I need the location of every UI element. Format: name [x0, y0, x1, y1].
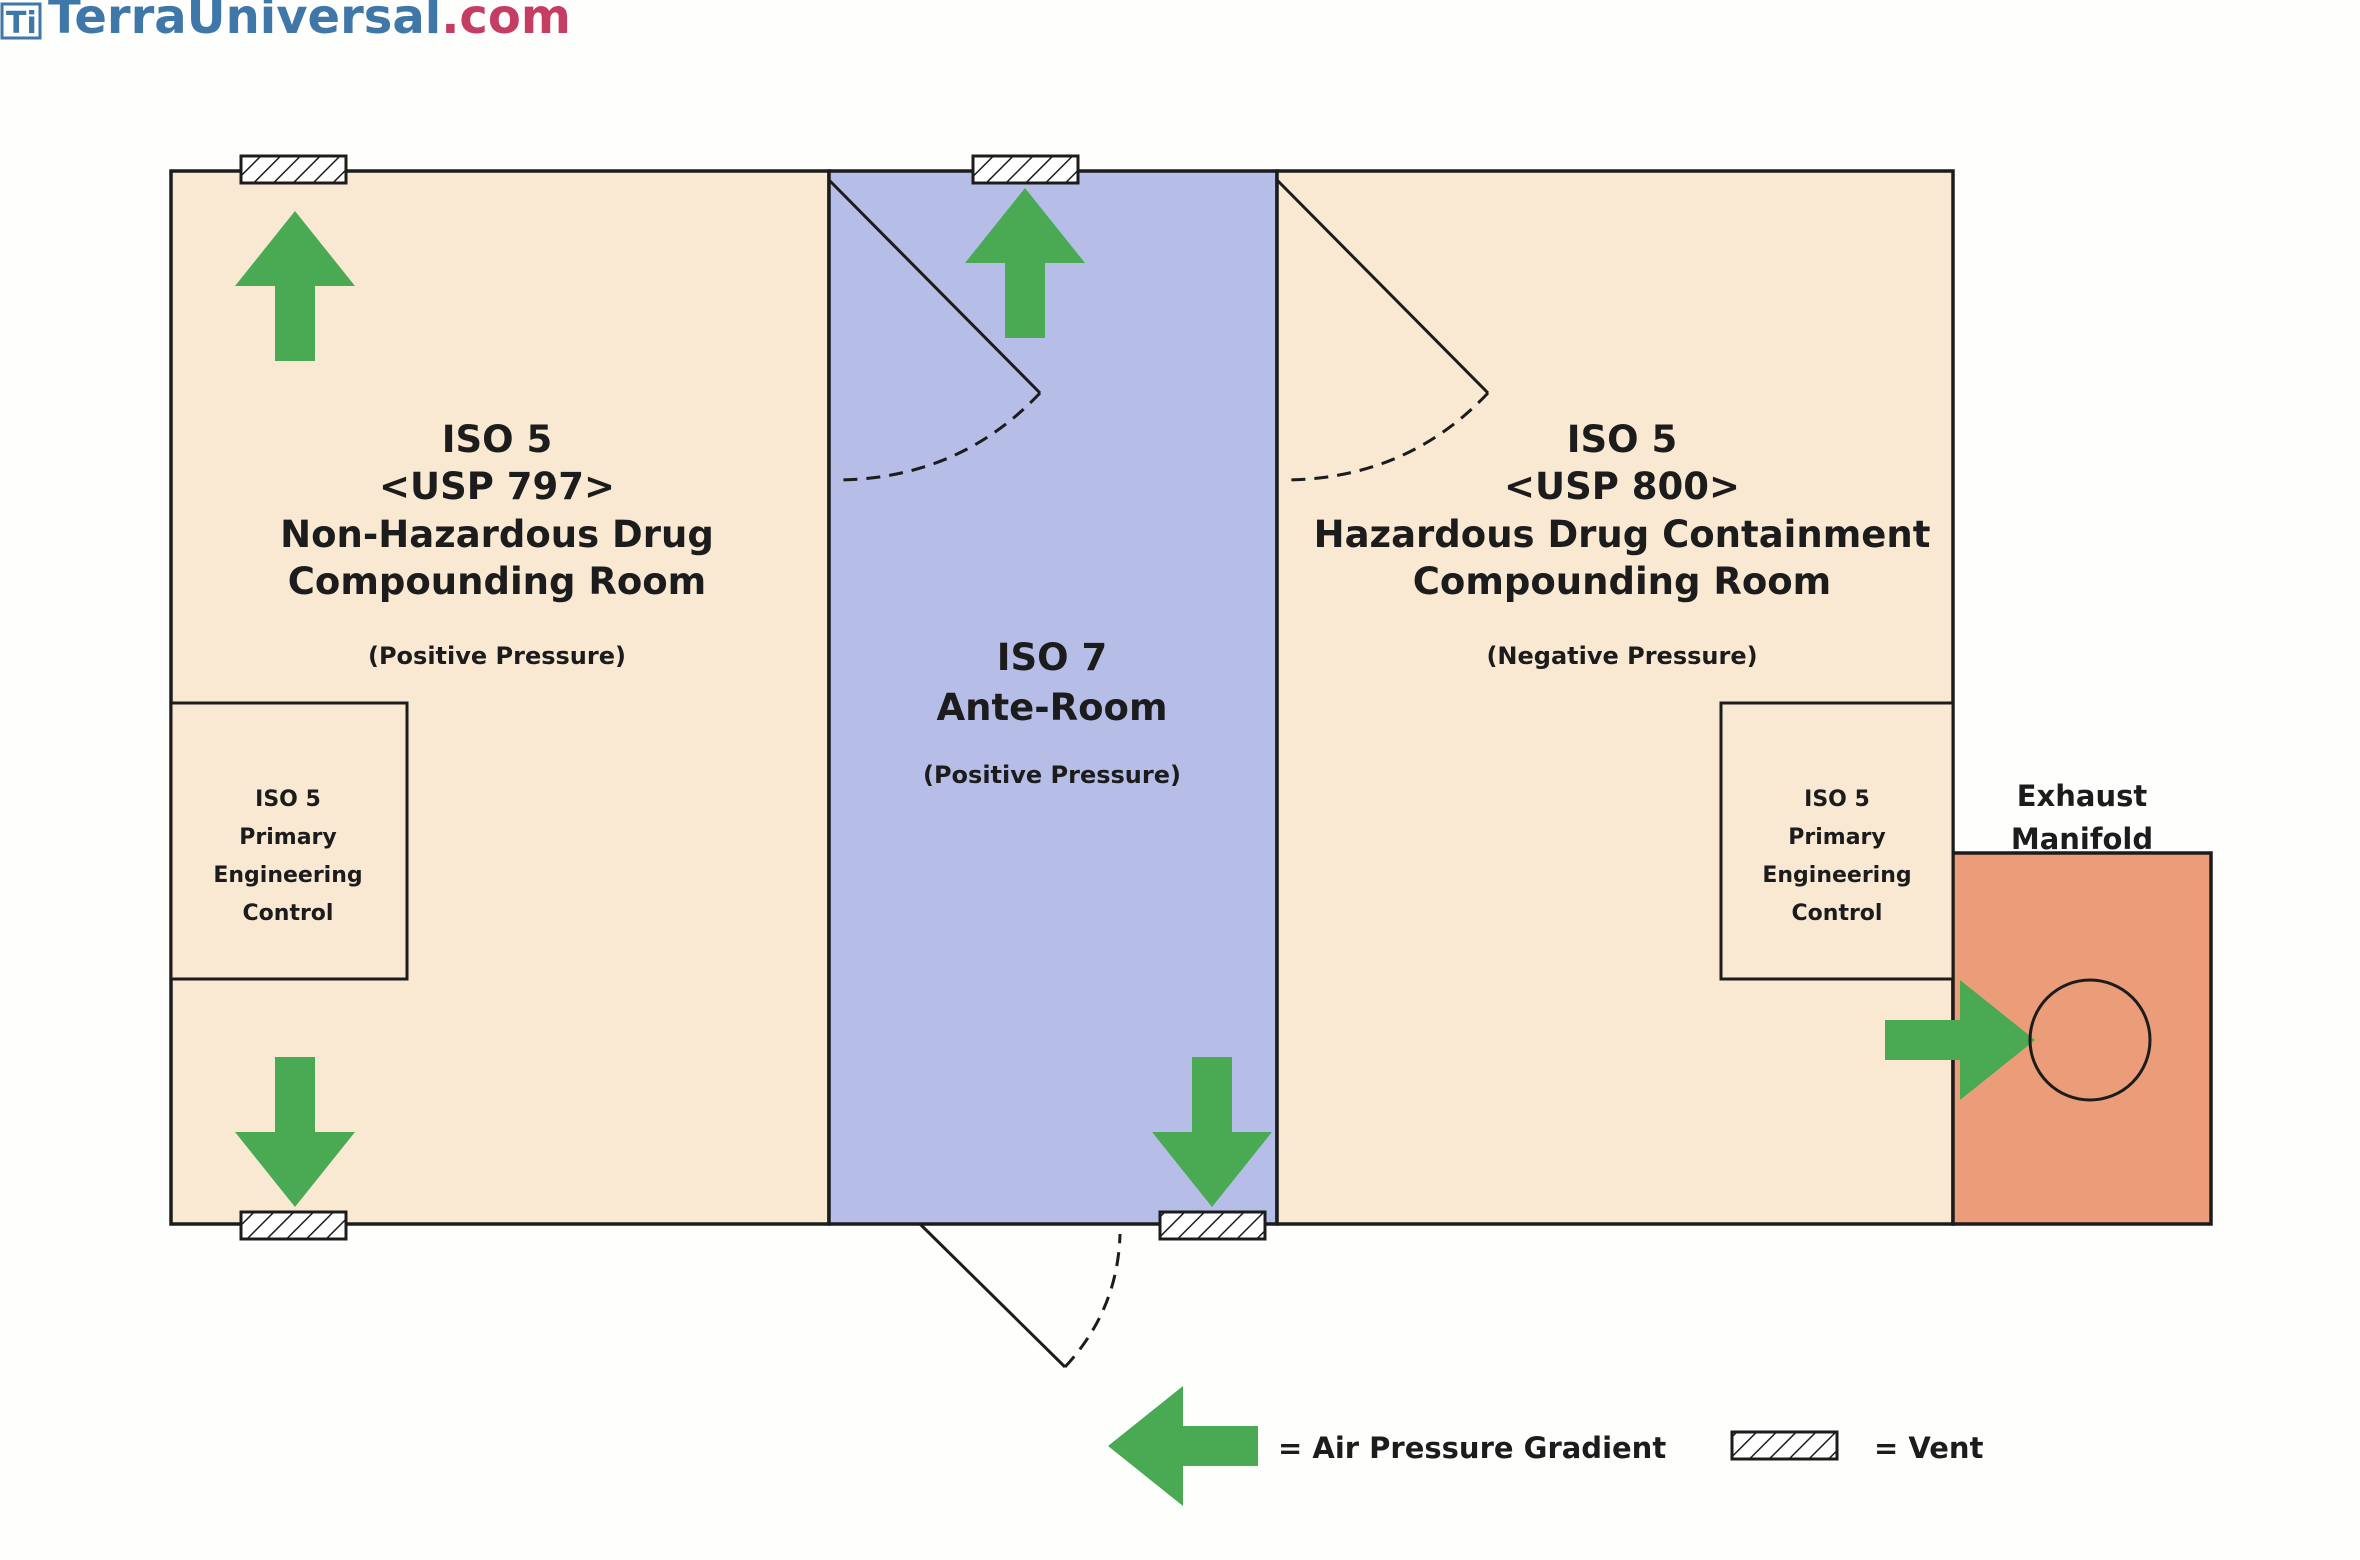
room-usp797-iso: ISO 5: [442, 418, 553, 461]
brand-name: TerraUniversal.com: [48, 0, 571, 45]
room-usp797-label: ISO 5 <USP 797> Non-Hazardous Drug Compo…: [280, 418, 714, 670]
room-usp800-iso: ISO 5: [1567, 418, 1678, 461]
circle-fan-icon: [2028, 978, 2152, 1102]
exhaust-label-line1: Exhaust: [2017, 779, 2148, 813]
legend: = Air Pressure Gradient = Vent: [1108, 1386, 1984, 1506]
pec-right-line1: ISO 5: [1804, 787, 1870, 812]
room-usp797-name-line2: Compounding Room: [288, 560, 706, 603]
green-arrow-icon: [1108, 1386, 1258, 1506]
logo-mark: Ti: [6, 6, 37, 41]
room-anteroom-iso: ISO 7: [997, 636, 1108, 679]
room-usp800-label: ISO 5 <USP 800> Hazardous Drug Containme…: [1314, 418, 1931, 670]
room-usp800-standard: <USP 800>: [1504, 465, 1740, 508]
room-anteroom-label: ISO 7 Ante-Room (Positive Pressure): [923, 636, 1181, 789]
room-usp797-standard: <USP 797>: [379, 465, 615, 508]
hatched-vent-icon: [971, 154, 1080, 185]
pec-right-label: ISO 5 Primary Engineering Control: [1762, 787, 1911, 926]
pec-box-right: [1719, 701, 1955, 981]
pec-left-label: ISO 5 Primary Engineering Control: [213, 787, 362, 926]
pec-box-left: [169, 701, 409, 981]
pec-left-line2: Primary: [239, 825, 336, 850]
brand-name-main: TerraUniversal: [48, 0, 441, 45]
hatched-vent-icon: [239, 1210, 348, 1241]
pec-right-line4: Control: [1792, 901, 1883, 926]
brand-logo: Ti TerraUniversal.com: [0, 0, 571, 45]
room-usp800-name-line1: Hazardous Drug Containment: [1314, 513, 1931, 556]
door-ante-to-right: [1275, 178, 1490, 482]
pec-right-line3: Engineering: [1762, 863, 1911, 888]
door-left-to-ante: [827, 178, 1042, 482]
hatched-vent-icon: [1730, 1430, 1839, 1461]
hatched-vent-icon: [1158, 1210, 1267, 1241]
room-anteroom-name: Ante-Room: [937, 686, 1168, 729]
room-anteroom-pressure: (Positive Pressure): [923, 761, 1181, 789]
room-usp797-pressure: (Positive Pressure): [368, 642, 626, 670]
pec-left-line4: Control: [243, 901, 334, 926]
exhaust-label-line2: Manifold: [2011, 822, 2153, 856]
pec-left-line1: ISO 5: [255, 787, 321, 812]
door-ante-entry: [918, 1222, 1122, 1369]
pec-left-line3: Engineering: [213, 863, 362, 888]
brand-name-domain: .com: [441, 0, 571, 45]
pec-right-line2: Primary: [1788, 825, 1885, 850]
room-usp800-name-line2: Compounding Room: [1413, 560, 1831, 603]
logo-box: [0, 2, 42, 40]
legend-vent-label: = Vent: [1874, 1431, 1984, 1465]
room-usp797-name-line1: Non-Hazardous Drug: [280, 513, 714, 556]
legend-arrow-label: = Air Pressure Gradient: [1278, 1431, 1666, 1465]
room-usp797: [169, 169, 831, 1226]
exhaust-manifold-label: Exhaust Manifold: [2011, 779, 2153, 856]
hatched-vent-icon: [239, 154, 348, 185]
room-usp800: [1275, 169, 1955, 1226]
room-usp800-pressure: (Negative Pressure): [1486, 642, 1757, 670]
